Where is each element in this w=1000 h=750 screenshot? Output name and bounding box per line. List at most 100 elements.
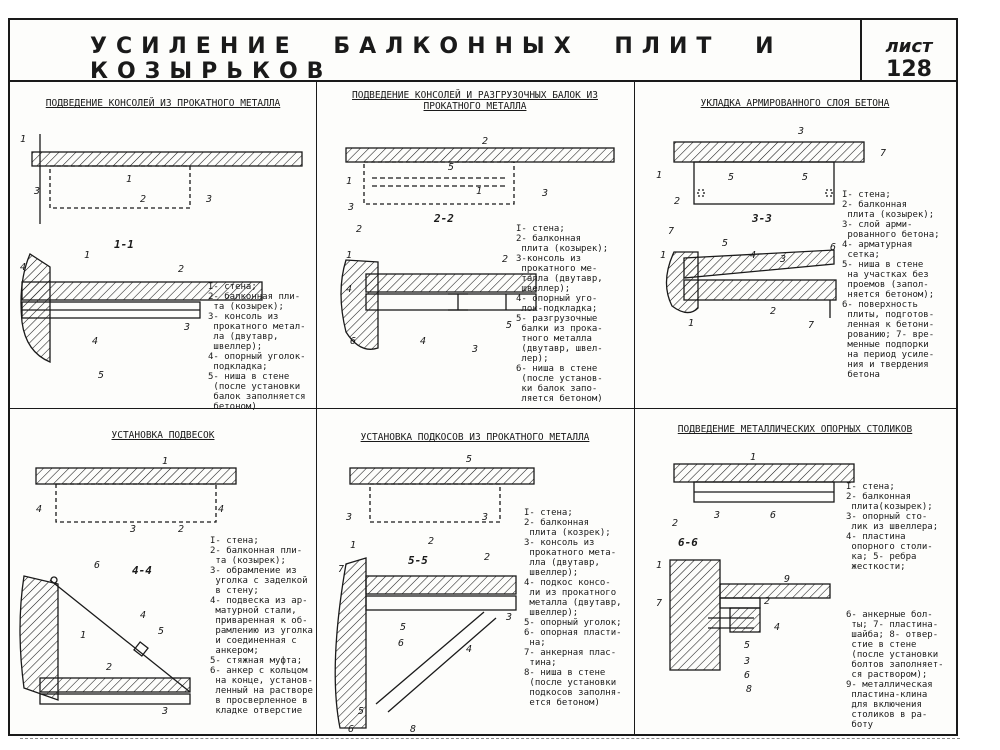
panel-6: ПОДВЕДЕНИЕ МЕТАЛЛИЧЕСКИХ ОПОРНЫХ СТОЛИКО… [634, 408, 956, 736]
svg-text:5: 5 [466, 454, 472, 465]
panel-4-legend: I- стена; 2- балконная пли- та (козырек)… [210, 536, 313, 716]
panel-4: УСТАНОВКА ПОДВЕСОК 4-4 I- стена; 2- балк… [10, 408, 316, 736]
svg-text:5: 5 [98, 370, 104, 381]
svg-text:3: 3 [345, 512, 352, 523]
svg-text:3: 3 [471, 344, 478, 355]
svg-text:3: 3 [347, 202, 354, 213]
panel-6-legend-a: I- стена; 2- балконная плита(козырек); 3… [846, 482, 939, 572]
svg-text:2: 2 [764, 596, 770, 607]
svg-text:5: 5 [448, 162, 454, 173]
svg-text:4: 4 [218, 504, 224, 515]
svg-text:2: 2 [674, 196, 680, 207]
svg-text:7: 7 [656, 598, 662, 609]
svg-text:2: 2 [178, 524, 184, 535]
svg-text:3: 3 [183, 322, 190, 333]
svg-text:1: 1 [656, 560, 662, 571]
svg-text:3: 3 [33, 186, 40, 197]
svg-text:6: 6 [350, 336, 356, 347]
grid-divider-v2 [634, 82, 635, 736]
svg-text:2: 2 [140, 194, 146, 205]
panel-1: ПОДВЕДЕНИЕ КОНСОЛЕЙ ИЗ ПРОКАТНОГО МЕТАЛЛ… [10, 82, 316, 412]
svg-text:4: 4 [346, 284, 352, 295]
panel-3-title: УКЛАДКА АРМИРОВАННОГО СЛОЯ БЕТОНА [700, 98, 890, 109]
svg-text:3: 3 [713, 510, 720, 521]
svg-text:3: 3 [161, 706, 168, 717]
svg-text:1: 1 [126, 174, 132, 185]
panel-5: УСТАНОВКА ПОДКОСОВ ИЗ ПРОКАТНОГО МЕТАЛЛА… [316, 408, 634, 736]
svg-text:3: 3 [797, 126, 804, 137]
panel-6-section-label: 6-6 [678, 536, 698, 549]
sheet-number-box: лист 128 [860, 20, 956, 82]
svg-text:6: 6 [744, 670, 750, 681]
panel-5-legend: I- стена; 2- балконная плита (козрек); 3… [524, 508, 622, 708]
grid-divider-h [10, 408, 956, 409]
panel-3-section-label: 3-3 [752, 212, 772, 225]
svg-text:1: 1 [20, 134, 26, 145]
svg-text:5: 5 [722, 238, 728, 249]
panel-5-section-label: 5-5 [408, 554, 428, 567]
svg-text:6: 6 [348, 724, 354, 735]
svg-text:7: 7 [808, 320, 814, 331]
svg-text:2: 2 [484, 552, 490, 563]
svg-text:3: 3 [505, 612, 512, 623]
svg-text:9: 9 [784, 574, 790, 585]
svg-text:6: 6 [770, 510, 776, 521]
svg-text:1: 1 [688, 318, 694, 329]
svg-text:3: 3 [129, 524, 136, 535]
svg-text:2: 2 [428, 536, 434, 547]
panel-1-title: ПОДВЕДЕНИЕ КОНСОЛЕЙ ИЗ ПРОКАТНОГО МЕТАЛЛ… [45, 98, 281, 109]
svg-text:1: 1 [80, 630, 86, 641]
panel-1-section-label: 1-1 [114, 238, 134, 251]
svg-text:1: 1 [162, 456, 168, 467]
svg-text:5: 5 [400, 622, 406, 633]
svg-text:2: 2 [356, 224, 362, 235]
svg-text:4: 4 [92, 336, 98, 347]
svg-text:7: 7 [880, 148, 886, 159]
svg-text:3: 3 [541, 188, 548, 199]
svg-text:2: 2 [178, 264, 184, 275]
svg-text:6: 6 [94, 560, 100, 571]
svg-text:1: 1 [476, 186, 482, 197]
svg-text:5: 5 [728, 172, 734, 183]
svg-text:4: 4 [420, 336, 426, 347]
svg-text:1: 1 [346, 176, 352, 187]
svg-text:1: 1 [750, 452, 756, 463]
svg-text:6: 6 [830, 242, 836, 253]
svg-text:2: 2 [502, 254, 508, 265]
svg-text:5: 5 [358, 706, 364, 717]
svg-text:1: 1 [84, 250, 90, 261]
svg-text:2: 2 [770, 306, 776, 317]
panel-3-legend: I- стена; 2- балконная плита (козырек); … [842, 190, 940, 380]
panel-6-title: ПОДВЕДЕНИЕ МЕТАЛЛИЧЕСКИХ ОПОРНЫХ СТОЛИКО… [677, 424, 913, 435]
sheet-label: лист [885, 36, 933, 57]
title-block: УСИЛЕНИЕ БАЛКОННЫХ ПЛИТ И КОЗЫРЬКОВ лист… [10, 20, 956, 84]
svg-text:1: 1 [660, 250, 666, 261]
svg-text:4: 4 [750, 250, 756, 261]
svg-text:3: 3 [205, 194, 212, 205]
panel-2: ПОДВЕДЕНИЕ КОНСОЛЕЙ И РАЗГРУЗОЧНЫХ БАЛОК… [316, 82, 634, 408]
panel-5-title: УСТАНОВКА ПОДКОСОВ ИЗ ПРОКАТНОГО МЕТАЛЛА [360, 432, 590, 443]
sheet-title: УСИЛЕНИЕ БАЛКОННЫХ ПЛИТ И КОЗЫРЬКОВ [90, 34, 783, 84]
svg-text:2: 2 [672, 518, 678, 529]
svg-text:5: 5 [158, 626, 164, 637]
panel-4-title: УСТАНОВКА ПОДВЕСОК [111, 430, 215, 441]
panel-3: УКЛАДКА АРМИРОВАННОГО СЛОЯ БЕТОНА 3-3 I-… [634, 82, 956, 408]
panel-2-title: ПОДВЕДЕНИЕ КОНСОЛЕЙ И РАЗГРУЗОЧНЫХ БАЛОК… [352, 90, 598, 112]
svg-text:5: 5 [506, 320, 512, 331]
scan-footer-line [20, 738, 960, 743]
drawing-sheet: УСИЛЕНИЕ БАЛКОННЫХ ПЛИТ И КОЗЫРЬКОВ лист… [8, 18, 958, 736]
svg-text:1: 1 [350, 540, 356, 551]
panel-4-section-label: 4-4 [132, 564, 152, 577]
svg-text:4: 4 [140, 610, 146, 621]
svg-text:5: 5 [802, 172, 808, 183]
svg-text:3: 3 [743, 656, 750, 667]
panel-2-section-label: 2-2 [434, 212, 454, 225]
svg-text:3: 3 [779, 254, 786, 265]
panel-6-legend-b: 6- анкерные бол- ты; 7- пластина- шайба;… [846, 610, 944, 730]
svg-text:7: 7 [338, 564, 344, 575]
svg-text:8: 8 [746, 684, 752, 695]
